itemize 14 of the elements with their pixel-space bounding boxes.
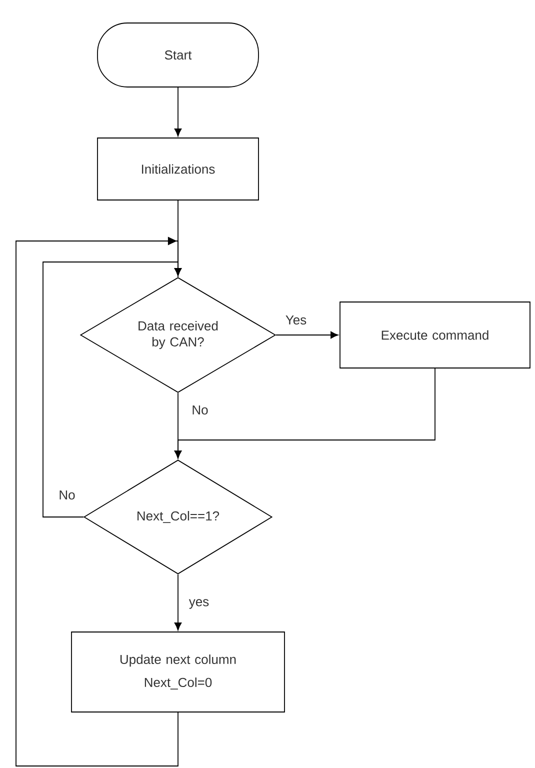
arrow	[174, 368, 436, 458]
edge-label: yes	[188, 598, 210, 610]
arrow	[276, 331, 338, 339]
start-terminal: Start	[97, 22, 259, 88]
arrow	[174, 574, 182, 630]
arrow	[16, 236, 178, 766]
arrow	[42, 262, 182, 518]
process-box: Initializations	[97, 138, 259, 200]
process-box: Update next column Next_Col=0	[71, 632, 285, 712]
process-box: Execute command	[340, 302, 530, 368]
edge-label: Yes	[284, 314, 308, 326]
edge-label: No	[190, 404, 210, 416]
arrow	[174, 87, 182, 136]
edge-label: No	[58, 489, 76, 501]
